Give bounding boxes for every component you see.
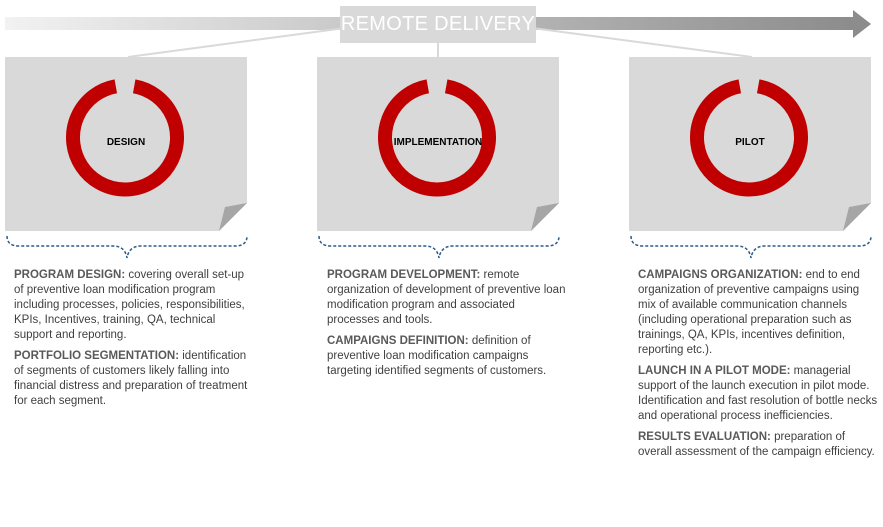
item-text: remote organization of development of pr… xyxy=(327,269,566,326)
item-title: PROGRAM DEVELOPMENT: xyxy=(327,269,481,281)
phase-label: DESIGN xyxy=(106,137,146,148)
item-title: LAUNCH IN A PILOT MODE: xyxy=(638,365,791,377)
curly-brace xyxy=(6,235,248,259)
remote-delivery-banner: REMOTE DELIVERY xyxy=(340,6,536,43)
page-curl-card xyxy=(5,57,247,231)
phase-description: PROGRAM DESIGN: covering overall set-up … xyxy=(14,268,254,415)
page-curl-card xyxy=(317,57,559,231)
item-text: managerial support of the launch executi… xyxy=(638,365,878,422)
description-item: CAMPAIGNS DEFINITION: definition of prev… xyxy=(327,334,567,379)
item-title: CAMPAIGNS DEFINITION: xyxy=(327,335,469,347)
page-curl-card xyxy=(629,57,871,231)
item-title: CAMPAIGNS ORGANIZATION: xyxy=(638,269,803,281)
item-text: preparation of overall assessment of the… xyxy=(638,431,875,458)
curly-brace xyxy=(318,235,560,259)
item-title: RESULTS EVALUATION: xyxy=(638,431,771,443)
description-item: PROGRAM DEVELOPMENT: remote organization… xyxy=(327,268,567,328)
item-text: covering overall set-up of preventive lo… xyxy=(14,269,245,341)
description-item: PROGRAM DESIGN: covering overall set-up … xyxy=(14,268,254,343)
item-text: definition of preventive loan modificati… xyxy=(327,335,547,377)
item-text: identification of segments of customers … xyxy=(14,350,248,407)
phase-description: PROGRAM DEVELOPMENT: remote organization… xyxy=(327,268,567,385)
phase-description: CAMPAIGNS ORGANIZATION: end to end organ… xyxy=(638,268,878,466)
phase-label: PILOT xyxy=(735,137,765,148)
progress-ring xyxy=(66,79,184,197)
phase-card-design: DESIGN xyxy=(5,57,247,231)
item-title: PORTFOLIO SEGMENTATION: xyxy=(14,350,180,362)
progress-ring xyxy=(378,79,496,197)
description-item: CAMPAIGNS ORGANIZATION: end to end organ… xyxy=(638,268,878,358)
curly-brace xyxy=(630,235,872,259)
phase-card-implementation: IMPLEMENTATION xyxy=(317,57,559,231)
phase-card-pilot: PILOT xyxy=(629,57,871,231)
item-text: end to end organization of preventive ca… xyxy=(638,269,860,356)
description-item: PORTFOLIO SEGMENTATION: identification o… xyxy=(14,349,254,409)
description-item: RESULTS EVALUATION: preparation of overa… xyxy=(638,430,878,460)
phase-label: IMPLEMENTATION xyxy=(393,137,483,148)
description-item: LAUNCH IN A PILOT MODE: managerial suppo… xyxy=(638,364,878,424)
item-title: PROGRAM DESIGN: xyxy=(14,269,126,281)
progress-ring xyxy=(690,79,808,197)
